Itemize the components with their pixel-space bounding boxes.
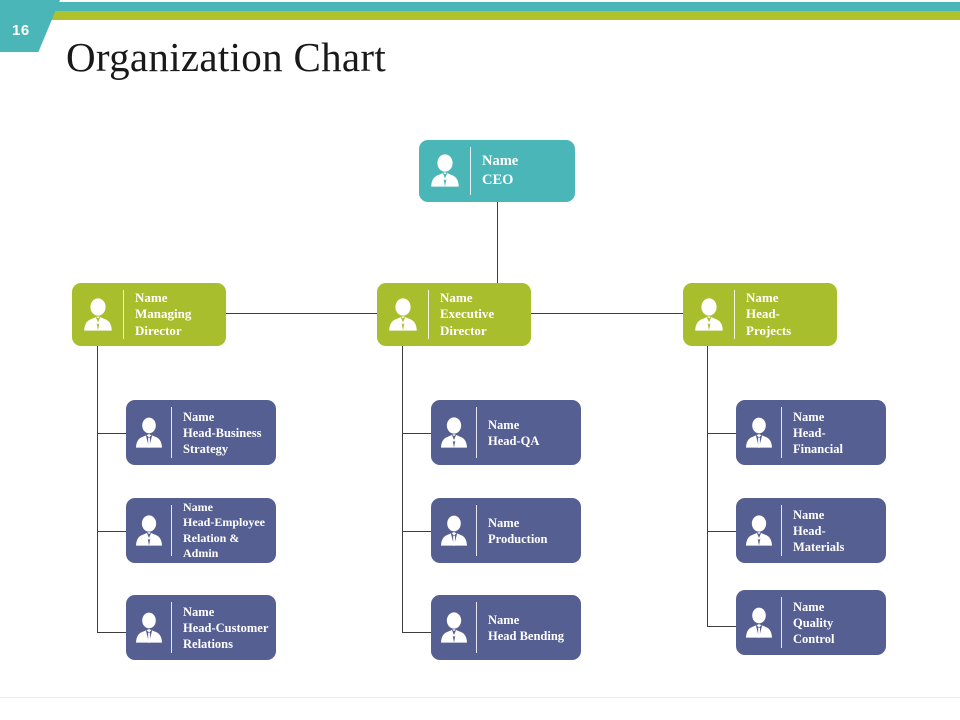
node-head-materials-line-1: Name — [793, 507, 825, 522]
node-head-projects-line-1: Name — [746, 289, 779, 305]
person-male-icon — [736, 590, 782, 655]
connector-trunk-head-projects — [707, 346, 708, 626]
node-managing-director[interactable]: Name Managing Director — [72, 283, 226, 346]
node-production-line-1: Name — [488, 515, 520, 530]
node-head-customer-relations[interactable]: Name Head-Customer Relations — [126, 595, 276, 660]
node-head-financial-line-2: Head- — [793, 425, 826, 440]
node-head-business-strategy-line-2: Head-Business — [183, 425, 262, 440]
node-head-employee-relation-admin-line-4: Admin — [183, 545, 219, 560]
node-head-qa-line-1: Name — [488, 417, 520, 432]
connector-branch-head-financial — [707, 433, 736, 434]
connector-trunk-managing-director — [97, 346, 98, 633]
node-head-business-strategy[interactable]: Name Head-Business Strategy — [126, 400, 276, 465]
connector-level2-rail-right — [531, 313, 683, 314]
node-head-qa[interactable]: Name Head-QA — [431, 400, 581, 465]
node-head-employee-relation-admin[interactable]: Name Head-Employee Relation & Admin — [126, 498, 276, 563]
node-head-financial-line-3: Financial — [793, 441, 844, 456]
node-head-bending-text: Name Head Bending — [477, 595, 581, 660]
node-head-customer-relations-line-3: Relations — [183, 636, 233, 651]
node-head-business-strategy-line-1: Name — [183, 409, 215, 424]
node-head-financial-line-1: Name — [793, 409, 825, 424]
person-male-icon — [431, 498, 477, 563]
node-head-materials-line-2: Head- — [793, 523, 826, 538]
node-head-projects-line-2: Head- — [746, 306, 780, 322]
person-female-icon — [431, 595, 477, 660]
connector-branch-customer-relations — [97, 632, 126, 633]
node-head-qa-line-2: Head-QA — [488, 433, 540, 448]
node-head-customer-relations-line-1: Name — [183, 604, 215, 619]
node-head-bending-line-2: Head Bending — [488, 628, 565, 643]
node-head-materials-text: Name Head- Materials — [782, 498, 886, 563]
node-head-projects[interactable]: Name Head- Projects — [683, 283, 837, 346]
node-production-line-2: Production — [488, 531, 548, 546]
connector-branch-quality-control — [707, 626, 736, 627]
node-executive-director-line-2: Executive — [440, 306, 495, 322]
node-head-business-strategy-line-3: Strategy — [183, 441, 229, 456]
node-head-materials[interactable]: Name Head- Materials — [736, 498, 886, 563]
node-quality-control-line-3: Control — [793, 631, 835, 646]
node-managing-director-line-2: Managing — [135, 306, 192, 322]
slide-number-badge — [0, 0, 60, 52]
connector-trunk-executive-director — [402, 346, 403, 633]
slide-number-label: 16 — [12, 22, 30, 39]
node-managing-director-line-1: Name — [135, 289, 168, 305]
connector-level2-rail-left — [226, 313, 378, 314]
node-head-employee-relation-admin-text: Name Head-Employee Relation & Admin — [172, 498, 276, 563]
person-female-icon — [419, 140, 471, 202]
connector-branch-business-strategy — [97, 433, 126, 434]
node-executive-director-text: Name Executive Director — [429, 283, 531, 346]
node-ceo-line-2: CEO — [482, 172, 514, 188]
person-female-icon — [431, 400, 477, 465]
connector-branch-head-bending — [402, 632, 431, 633]
node-quality-control[interactable]: Name Quality Control — [736, 590, 886, 655]
node-head-qa-text: Name Head-QA — [477, 400, 581, 465]
node-executive-director-line-3: Director — [440, 322, 487, 338]
node-quality-control-text: Name Quality Control — [782, 590, 886, 655]
node-head-customer-relations-line-2: Head-Customer — [183, 620, 269, 635]
node-ceo[interactable]: Name CEO — [419, 140, 575, 202]
node-production-text: Name Production — [477, 498, 581, 563]
connector-branch-head-materials — [707, 531, 736, 532]
node-head-business-strategy-text: Name Head-Business Strategy — [172, 400, 276, 465]
node-ceo-line-1: Name — [482, 153, 519, 170]
node-head-materials-line-3: Materials — [793, 539, 845, 554]
node-head-projects-line-3: Projects — [746, 322, 792, 338]
header-bar-teal — [48, 2, 960, 11]
node-production[interactable]: Name Production — [431, 498, 581, 563]
footer-divider — [0, 697, 960, 698]
connector-ceo-trunk — [497, 202, 498, 313]
person-male-icon — [126, 595, 172, 660]
node-quality-control-line-1: Name — [793, 599, 825, 614]
node-quality-control-line-2: Quality — [793, 615, 834, 630]
node-ceo-text: Name CEO — [471, 140, 575, 202]
node-head-financial[interactable]: Name Head- Financial — [736, 400, 886, 465]
connector-branch-head-qa — [402, 433, 431, 434]
person-female-icon — [126, 498, 172, 563]
person-female-icon — [72, 283, 124, 346]
node-head-employee-relation-admin-line-1: Name — [183, 499, 213, 514]
connector-branch-production — [402, 531, 431, 532]
node-executive-director[interactable]: Name Executive Director — [377, 283, 531, 346]
node-head-bending[interactable]: Name Head Bending — [431, 595, 581, 660]
page-title: Organization Chart — [66, 34, 387, 80]
node-head-bending-line-1: Name — [488, 612, 520, 627]
node-head-customer-relations-text: Name Head-Customer Relations — [172, 595, 276, 660]
node-managing-director-text: Name Managing Director — [124, 283, 226, 346]
node-managing-director-line-3: Director — [135, 322, 182, 338]
header-bar-olive — [48, 11, 960, 20]
person-male-icon — [126, 400, 172, 465]
person-female-icon — [736, 498, 782, 563]
person-female-icon — [683, 283, 735, 346]
node-head-projects-text: Name Head- Projects — [735, 283, 837, 346]
node-executive-director-line-1: Name — [440, 289, 473, 305]
node-head-financial-text: Name Head- Financial — [782, 400, 886, 465]
person-female-icon — [377, 283, 429, 346]
connector-branch-employee-relation — [97, 531, 126, 532]
node-head-employee-relation-admin-line-2: Head-Employee — [183, 515, 265, 530]
person-male-icon — [736, 400, 782, 465]
node-head-employee-relation-admin-line-3: Relation & — [183, 530, 240, 545]
